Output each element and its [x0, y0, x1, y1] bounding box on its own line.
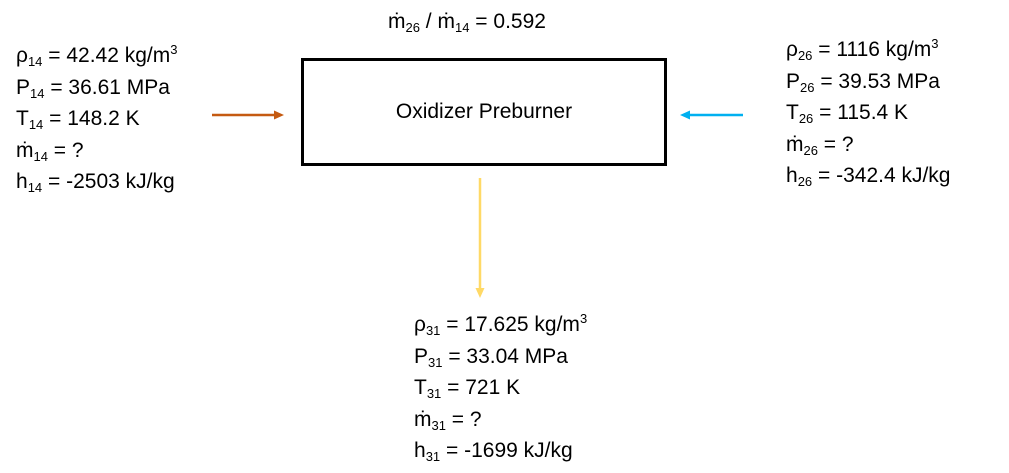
inlet-26-arrow	[680, 110, 743, 120]
preburner-label: Oxidizer Preburner	[395, 100, 573, 123]
stream-26-properties: ρ26 = 1116 kg/m3 P26 = 39.53 MPa T26 = 1…	[786, 34, 950, 192]
outlet-31-arrow	[475, 178, 485, 298]
value: = 36.61 MPa	[44, 75, 170, 99]
subscript: 31	[425, 323, 441, 338]
symbol: h	[16, 170, 28, 193]
subscript: 14	[27, 54, 43, 69]
stream-14-enthalpy: h14 = -2503 kJ/kg	[16, 166, 177, 198]
symbol: ρ	[786, 38, 798, 61]
ratio-value: = 0.592	[469, 10, 546, 33]
symbol: h	[786, 164, 798, 187]
value: = 39.53 MPa	[814, 69, 940, 93]
superscript: 3	[170, 42, 178, 57]
value: = -342.4 kJ/kg	[812, 164, 951, 187]
value: = 42.42 kg/m	[42, 44, 171, 67]
symbol: P	[786, 69, 801, 93]
value: = ?	[817, 132, 854, 156]
stream-31-density: ρ31 = 17.625 kg/m3	[414, 309, 587, 341]
superscript: 3	[931, 36, 939, 51]
subscript: 31	[426, 386, 442, 401]
ratio-m-left: ṁ	[388, 10, 406, 33]
ratio-m-right: ṁ	[437, 10, 455, 33]
value: = 721 K	[441, 376, 521, 399]
stream-31-properties: ρ31 = 17.625 kg/m3 P31 = 33.04 MPa T31 =…	[414, 309, 587, 467]
stream-14-mass-flow: ṁ14 = ?	[16, 135, 177, 167]
subscript: 14	[33, 148, 48, 164]
stream-26-mass-flow: ṁ26 = ?	[786, 129, 950, 161]
subscript: 31	[425, 449, 441, 464]
value: = -1699 kJ/kg	[440, 439, 573, 462]
stream-14-density: ρ14 = 42.42 kg/m3	[16, 40, 177, 72]
stream-31-mass-flow: ṁ31 = ?	[414, 404, 587, 436]
stream-31-enthalpy: h31 = -1699 kJ/kg	[414, 435, 587, 467]
stream-26-enthalpy: h26 = -342.4 kJ/kg	[786, 160, 950, 192]
subscript: 31	[428, 354, 443, 370]
subscript: 14	[30, 85, 45, 101]
stream-26-pressure: P26 = 39.53 MPa	[786, 66, 950, 98]
value: = 17.625 kg/m	[440, 313, 580, 336]
stream-26-density: ρ26 = 1116 kg/m3	[786, 34, 950, 66]
symbol: P	[16, 75, 31, 99]
value: = ?	[445, 407, 482, 431]
symbol: P	[414, 344, 429, 368]
symbol: ṁ	[16, 138, 34, 162]
symbol: ρ	[414, 313, 426, 336]
stream-14-temperature: T14 = 148.2 K	[16, 103, 177, 135]
oxidizer-preburner-box: Oxidizer Preburner	[301, 58, 667, 166]
value: = 33.04 MPa	[442, 344, 568, 368]
subscript: 26	[797, 174, 813, 189]
stream-14-properties: ρ14 = 42.42 kg/m3 P14 = 36.61 MPa T14 = …	[16, 40, 177, 198]
subscript: 26	[797, 48, 813, 63]
stream-31-pressure: P31 = 33.04 MPa	[414, 341, 587, 373]
value: = -2503 kJ/kg	[42, 170, 175, 193]
subscript: 26	[798, 111, 814, 126]
ratio-separator: /	[419, 10, 438, 33]
subscript: 26	[803, 142, 818, 158]
stream-31-temperature: T31 = 721 K	[414, 372, 587, 404]
symbol: ṁ	[786, 132, 804, 156]
subscript: 14	[28, 117, 44, 132]
symbol: ρ	[16, 44, 28, 67]
ratio-sub-left: 26	[405, 20, 420, 35]
symbol: T	[414, 376, 427, 399]
value: = ?	[47, 138, 84, 162]
value: = 1116 kg/m	[812, 38, 932, 61]
subscript: 31	[431, 417, 446, 433]
subscript: 26	[800, 79, 815, 95]
symbol: T	[16, 107, 29, 130]
subscript: 14	[27, 180, 43, 195]
symbol: h	[414, 439, 426, 462]
stream-14-pressure: P14 = 36.61 MPa	[16, 72, 177, 104]
symbol: T	[786, 101, 799, 124]
mass-flow-ratio-label: ṁ26 / ṁ14 = 0.592	[388, 6, 546, 37]
superscript: 3	[579, 311, 588, 326]
ratio-sub-right: 14	[454, 20, 470, 35]
value: = 148.2 K	[43, 107, 140, 130]
symbol: ṁ	[414, 407, 432, 431]
inlet-14-arrow	[212, 110, 284, 120]
value: = 115.4 K	[813, 101, 909, 124]
stream-26-temperature: T26 = 115.4 K	[786, 97, 950, 129]
